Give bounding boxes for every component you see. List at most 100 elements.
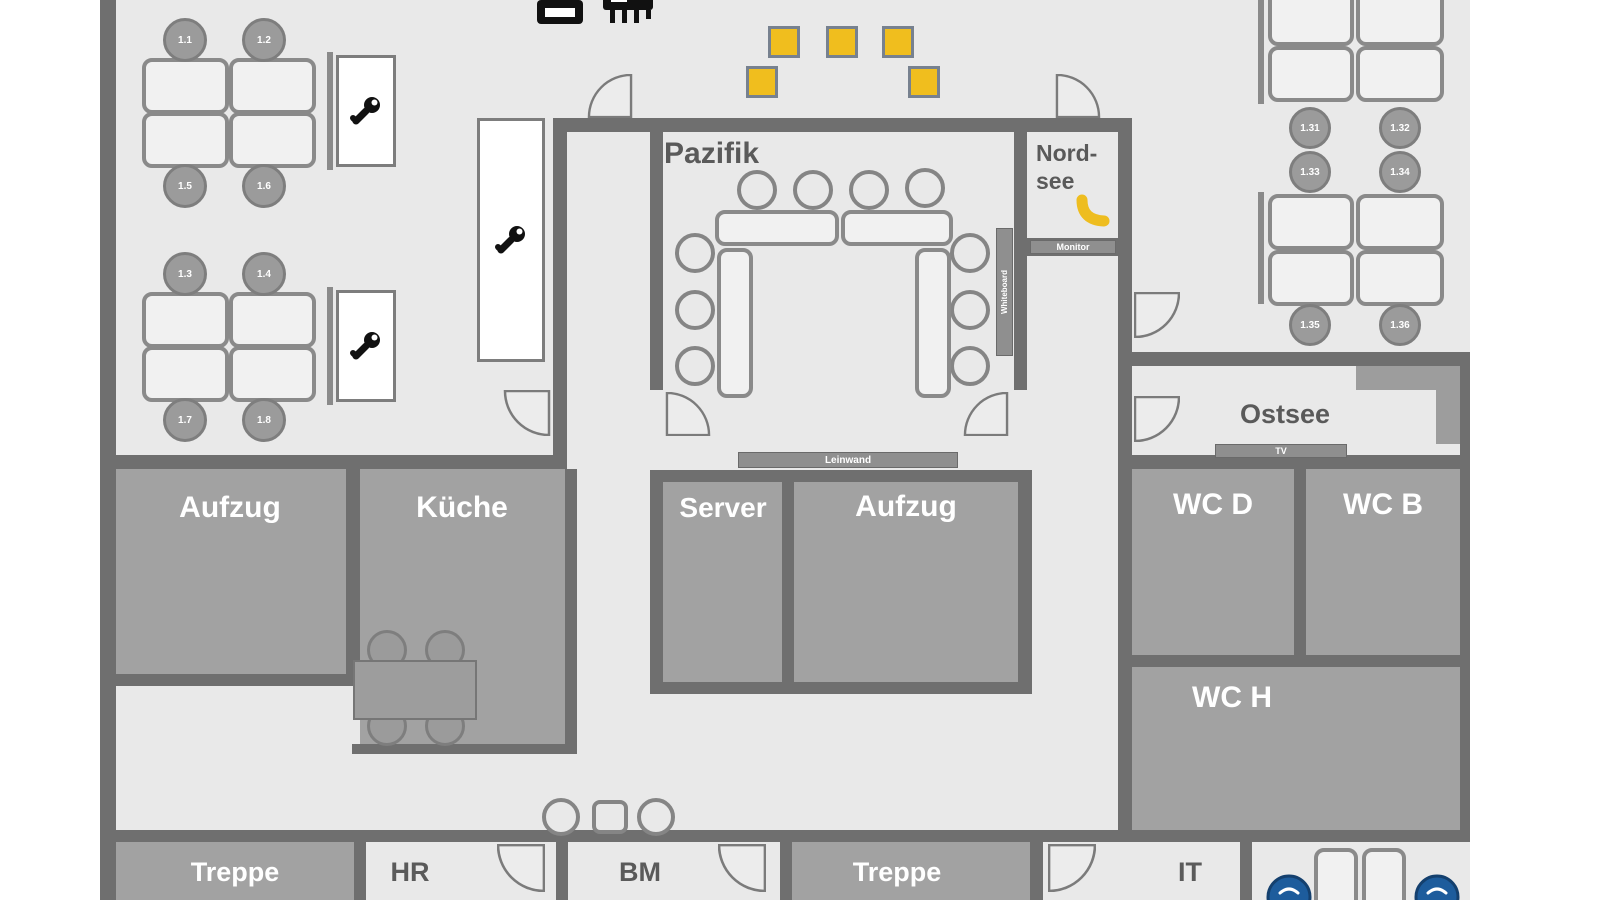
corridor-chair — [542, 798, 580, 836]
wall — [650, 482, 663, 682]
room-treppe-right — [792, 842, 1030, 900]
room-label-pazifik: Pazifik — [664, 137, 760, 170]
partition-divider — [1258, 0, 1264, 104]
door-arc — [1048, 844, 1096, 892]
desk — [1356, 46, 1444, 102]
seat-label: 1.7 — [178, 414, 192, 426]
door-arc — [665, 392, 711, 436]
seat-label: 1.1 — [178, 34, 192, 46]
wall — [650, 132, 663, 390]
wall — [1030, 842, 1043, 900]
room-label-nordsee-2: see — [1036, 167, 1075, 194]
key-cabinet — [336, 290, 396, 402]
room-label-it: IT — [1178, 856, 1202, 887]
printer-icon — [535, 0, 585, 34]
desk — [142, 112, 229, 168]
phone-icon — [1074, 192, 1114, 232]
seat-a-tl[interactable]: 1.1 — [163, 18, 207, 62]
seat-label: 1.33 — [1300, 166, 1320, 178]
seat-b-bl[interactable]: 1.7 — [163, 398, 207, 442]
yellow-box-icon — [908, 66, 940, 98]
desk — [142, 58, 229, 114]
wall — [780, 842, 792, 900]
leinwand-bar: Leinwand — [738, 452, 958, 468]
yellow-box-icon — [826, 26, 858, 58]
desk — [229, 58, 316, 114]
seat-label: 1.3 — [178, 268, 192, 280]
room-label-ostsee: Ostsee — [1239, 398, 1331, 429]
room-wc-d — [1132, 469, 1294, 655]
desk — [1268, 194, 1354, 250]
seat-c-bl[interactable]: 1.31 — [1289, 107, 1331, 149]
seat-c-br[interactable]: 1.32 — [1379, 107, 1421, 149]
wall — [1294, 469, 1306, 655]
wall — [1014, 132, 1027, 390]
room-label-aufzug-center: Aufzug — [855, 490, 957, 523]
door-arc — [1055, 74, 1101, 118]
wall — [346, 469, 360, 686]
wall — [1460, 352, 1470, 842]
key-icon — [494, 223, 528, 257]
wall — [1118, 352, 1470, 366]
conference-chair — [950, 233, 990, 273]
seat-b-tl[interactable]: 1.3 — [163, 252, 207, 296]
seat-d-tr[interactable]: 1.34 — [1379, 151, 1421, 193]
wall — [556, 842, 568, 900]
desk — [1356, 250, 1444, 306]
desk — [142, 292, 229, 348]
conference-chair — [675, 290, 715, 330]
desk — [1356, 0, 1444, 46]
seat-d-tl[interactable]: 1.33 — [1289, 151, 1331, 193]
conference-chair — [950, 290, 990, 330]
desk — [1356, 194, 1444, 250]
whiteboard-bar: Whiteboard — [996, 228, 1013, 356]
seat-a-bl[interactable]: 1.5 — [163, 164, 207, 208]
person-seat-icon[interactable] — [1266, 874, 1312, 900]
door-arc — [503, 390, 551, 436]
wall — [553, 118, 1132, 132]
room-label-treppe-left: Treppe — [190, 856, 280, 887]
wall — [100, 674, 358, 686]
printer-icon — [601, 0, 655, 34]
seat-d-bl[interactable]: 1.35 — [1289, 304, 1331, 346]
door-arc — [963, 392, 1009, 436]
desk — [142, 346, 229, 402]
wall — [100, 830, 1470, 842]
wall — [1118, 132, 1132, 842]
conference-chair — [737, 170, 777, 210]
door-arc — [1134, 292, 1180, 338]
seat-b-br[interactable]: 1.8 — [242, 398, 286, 442]
seat-b-tr[interactable]: 1.4 — [242, 252, 286, 296]
seat-a-br[interactable]: 1.6 — [242, 164, 286, 208]
key-icon — [349, 94, 383, 128]
desk — [229, 112, 316, 168]
door-arc — [1134, 396, 1180, 442]
corridor-chair — [637, 798, 675, 836]
room-aufzug-center — [794, 482, 1018, 682]
room-wc-h — [1132, 667, 1460, 830]
room-label-aufzug-left: Aufzug — [179, 491, 281, 524]
room-label-treppe-right: Treppe — [852, 856, 942, 887]
person-seat-icon[interactable] — [1414, 874, 1460, 900]
partition-divider — [327, 52, 333, 170]
yellow-box-icon — [768, 26, 800, 58]
seat-d-br[interactable]: 1.36 — [1379, 304, 1421, 346]
wall — [553, 118, 567, 460]
room-label-bm: BM — [619, 856, 661, 887]
room-treppe-left — [116, 842, 354, 900]
key-icon — [349, 329, 383, 363]
partition-divider — [1258, 192, 1264, 304]
room-wc-b — [1306, 469, 1460, 655]
wall — [100, 455, 567, 469]
yellow-box-icon — [746, 66, 778, 98]
conference-chair — [950, 346, 990, 386]
room-label-nordsee-1: Nord- — [1036, 139, 1098, 166]
desk — [229, 292, 316, 348]
seat-a-tr[interactable]: 1.2 — [242, 18, 286, 62]
wall — [1240, 842, 1252, 900]
seat-label: 1.6 — [257, 180, 271, 192]
desk — [229, 346, 316, 402]
wall — [354, 842, 366, 900]
room-label-server: Server — [679, 492, 767, 523]
